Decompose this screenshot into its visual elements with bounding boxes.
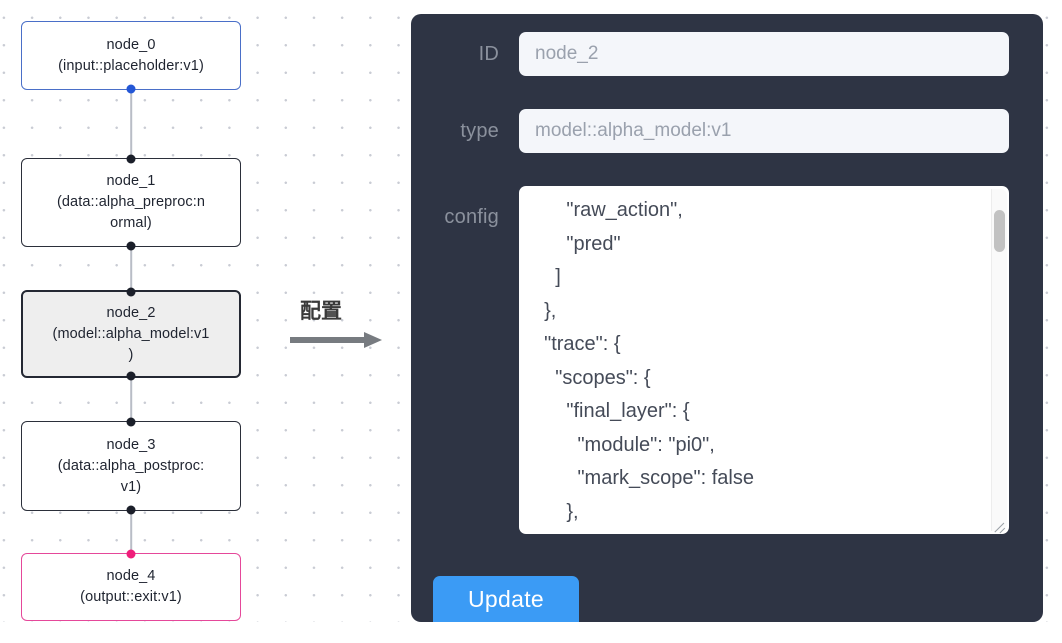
node-handle-target[interactable] [126,154,136,164]
id-label: ID [478,42,499,65]
config-scrollbar[interactable] [991,189,1007,531]
edge-node1-node2 [130,247,132,291]
node-config-panel: ID type config "raw_action", "pred" ] },… [411,14,1043,622]
config-textarea-wrapper: "raw_action", "pred" ] }, "trace": { "sc… [519,186,1009,534]
node-handle-source[interactable] [126,371,136,381]
flow-node-label: node_4 (output::exit:v1) [80,568,182,605]
node-handle-target[interactable] [126,417,136,427]
flow-node-node_3[interactable]: node_3 (data::alpha_postproc: v1) [21,417,241,515]
node-handle-source[interactable] [126,241,136,251]
config-scrollbar-thumb[interactable] [994,210,1005,252]
edge-node0-node1 [130,90,132,160]
flow-node-label: node_2 (model::alpha_model:v1 ) [52,304,210,363]
node-handle-target[interactable] [126,287,136,297]
node-handle-target[interactable] [126,549,136,559]
arrow-right-icon [290,332,400,348]
edge-node2-node3 [130,377,132,420]
flow-node-node_4[interactable]: node_4 (output::exit:v1) [21,549,241,621]
annotation-label: 配置 [300,299,342,323]
flow-node-label: node_1 (data::alpha_preproc:n ormal) [56,173,206,231]
type-label: type [460,119,499,142]
field-row-type: type [411,109,1009,153]
flow-node-node_1[interactable]: node_1 (data::alpha_preproc:n ormal) [21,154,241,251]
flow-node-label: node_3 (data::alpha_postproc: v1) [57,436,205,495]
id-input[interactable] [519,32,1009,76]
flow-node-label: node_0 (input::placeholder:v1) [58,36,204,74]
config-label: config [444,206,499,228]
flow-node-node_2[interactable]: node_2 (model::alpha_model:v1 ) [21,287,241,381]
field-row-config: config "raw_action", "pred" ] }, "trace"… [411,186,1009,534]
field-row-id: ID [411,32,1009,76]
edge-node3-node4 [130,511,132,553]
update-button[interactable]: Update [433,576,579,622]
config-textarea[interactable]: "raw_action", "pred" ] }, "trace": { "sc… [519,186,1009,534]
flow-node-node_0[interactable]: node_0 (input::placeholder:v1) [21,21,241,94]
resize-handle-icon[interactable] [992,518,1006,534]
viewport-bottom-edge [0,622,1062,643]
node-handle-source[interactable] [126,505,136,515]
type-input[interactable] [519,109,1009,153]
annotation-configure: 配置 [290,298,400,348]
node-handle-source[interactable] [126,84,136,94]
